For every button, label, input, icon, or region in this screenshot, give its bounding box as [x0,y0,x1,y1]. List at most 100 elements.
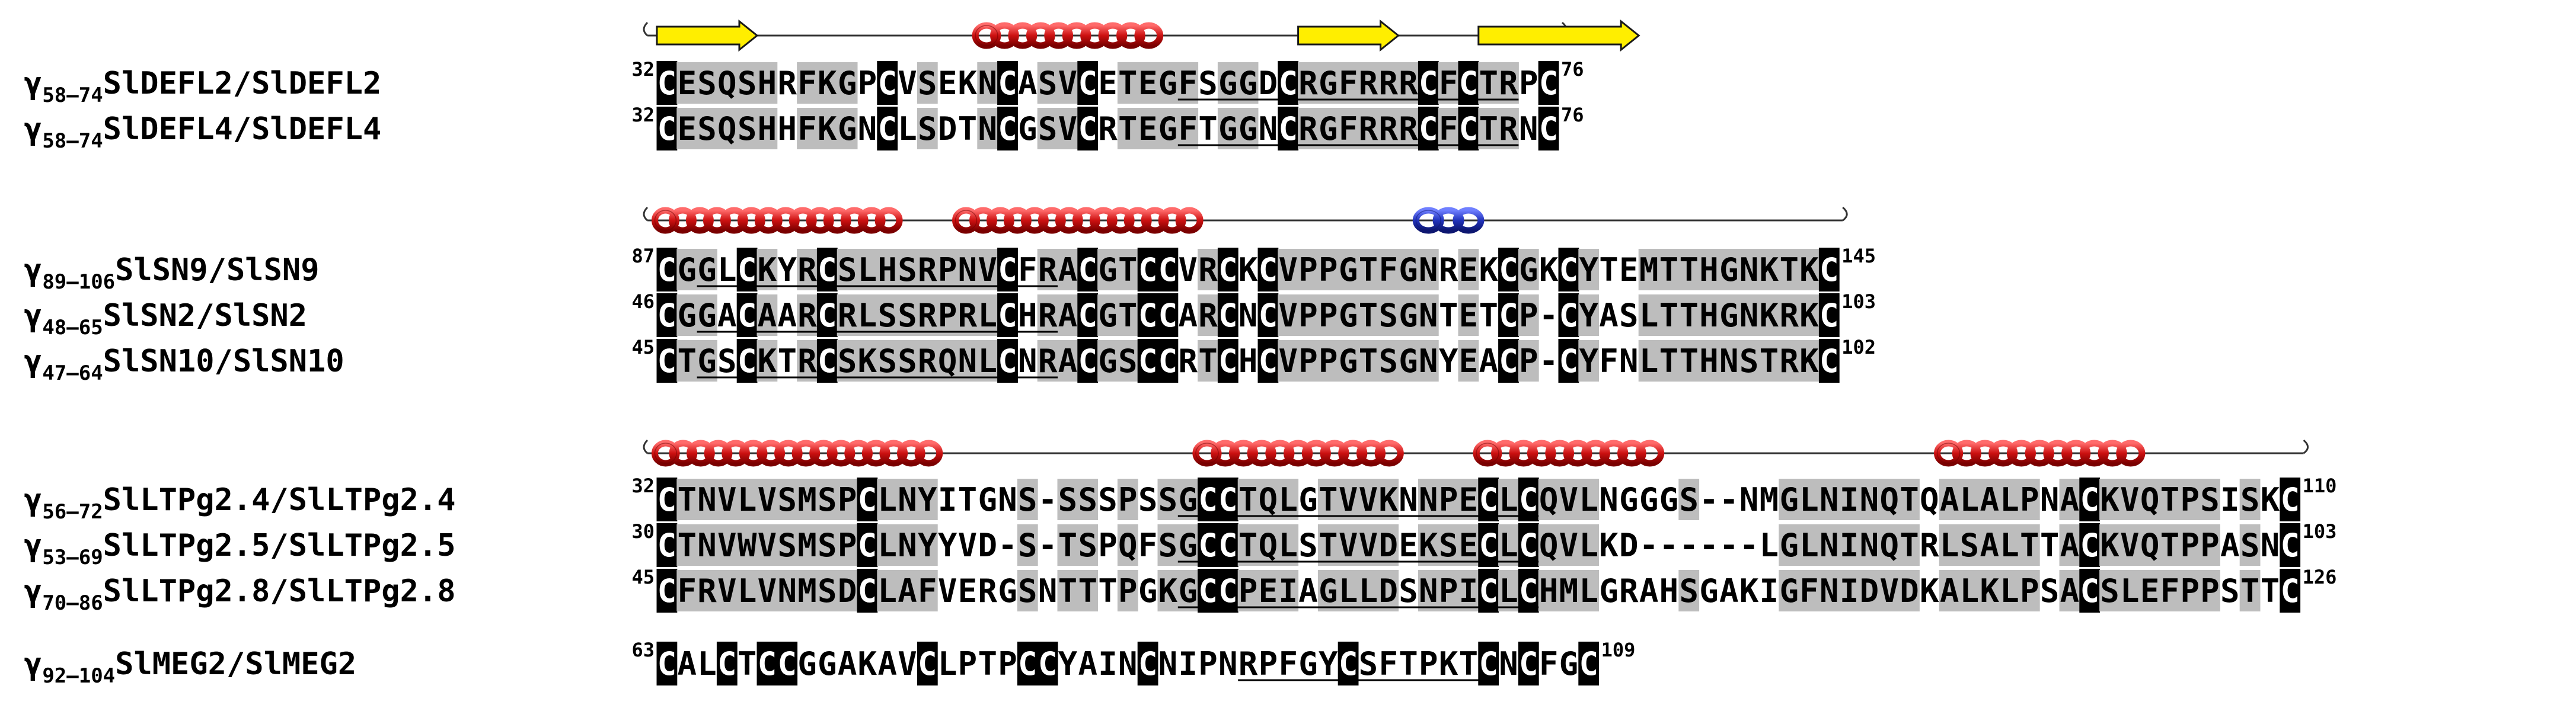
residue-letter: S [877,342,897,380]
cysteine-box [1157,339,1179,383]
residue-letter: P [1238,572,1258,610]
residue-letter: R [1439,251,1458,289]
residue-range-subscript: 47–64 [42,361,103,385]
residue-letter: K [1920,572,1939,610]
conservation-box [756,340,778,382]
conservation-box [1738,294,1760,336]
residue-letter: T [1479,297,1498,334]
residue-letter: L [1579,481,1598,518]
conservation-box [1157,570,1179,611]
residue-letter: P [998,645,1017,683]
residue-letter: G [1218,110,1238,148]
conservation-box [917,249,938,290]
residue-letter: F [677,572,697,610]
residue-letter: Y [1579,342,1598,380]
residue-letter: V [1058,65,1078,102]
residue-letter: A [1058,342,1078,380]
helix-turn [826,440,856,467]
residue-letter: V [898,65,917,102]
cysteine-box [1257,248,1279,291]
residue-letter: T [1779,251,1799,289]
residue-letter: N [1038,572,1058,610]
residue-letter: C [998,342,1017,380]
residue-letter: L [738,481,757,518]
residue-letter: T [677,342,697,380]
conservation-box [877,340,898,382]
residue-letter: D [1900,572,1919,610]
residue-letter: C [1459,110,1479,148]
residue-letter: S [1198,65,1218,102]
conservation-box [1097,249,1118,290]
conservation-box [1358,524,1379,566]
cysteine-box [816,293,838,337]
cysteine-box [656,248,678,291]
residue-letter: Q [2140,527,2160,564]
conservation-box [797,524,818,566]
residue-letter: N [1018,342,1038,380]
residue-letter: T [1479,65,1498,102]
conservation-box [917,479,938,520]
conservation-box [676,570,698,611]
residue-letter: E [938,65,957,102]
conservation-box [1317,340,1339,382]
conservation-box [756,479,778,520]
conservation-box [1237,62,1259,104]
residue-letter: P [2020,572,2039,610]
residue-letter: V [938,572,957,610]
conservation-box [1578,249,1600,290]
conservation-box [777,479,798,520]
residue-letter: C [717,645,737,683]
conservation-box [816,108,838,149]
residue-letter: T [1659,342,1679,380]
residue-letter: V [1879,572,1899,610]
conservation-box [1398,249,1419,290]
cysteine-box [1458,107,1479,150]
conservation-box [697,294,717,336]
conservation-box [1678,570,1700,611]
conservation-box [2019,570,2040,611]
helix-turn [754,207,783,234]
cysteine-box [997,293,1018,337]
cysteine-box [857,569,878,613]
residue-letter: C [1519,645,1538,683]
residue-letter: S [918,110,937,148]
residue-letter: C [1479,572,1498,610]
helix-turn [1008,22,1038,49]
residue-letter: K [1539,251,1559,289]
peptide-name: SlSN9/SlSN9 [115,252,319,288]
residue-letter: T [1319,527,1338,564]
helix-turn [1106,207,1135,234]
conservation-box [816,62,838,104]
residue-letter: C [818,342,837,380]
conservation-box [716,479,738,520]
conservation-box [1358,340,1379,382]
alignment-row-sn-0-label: γ89–106SlSN9/SlSN9 [24,252,320,294]
conservation-box [2119,570,2140,611]
conservation-box [1358,62,1379,104]
residue-letter: T [1118,110,1138,148]
residue-letter: G [1158,65,1178,102]
residue-letter: - [1719,527,1739,564]
conservation-box [1057,479,1078,520]
residue-letter: Y [918,481,937,518]
residue-letter: H [1018,297,1038,334]
helix-outline [1936,443,1961,464]
conservation-box [1278,294,1299,336]
conservation-box [1017,479,1038,520]
residue-letter: I [1278,572,1298,610]
conservation-box [2239,524,2261,566]
residue-letter: P [1118,481,1138,518]
residue-letter: C [1539,65,1559,102]
residue-letter: C [1018,645,1038,683]
residue-letter: C [1278,65,1298,102]
conservation-box [1418,479,1439,520]
conservation-box [1378,340,1399,382]
conservation-box [2139,524,2160,566]
residue-letter: N [898,527,917,564]
helix-turn [861,440,890,467]
residue-letter: H [758,65,777,102]
residue-letter: N [1860,527,1879,564]
conservation-box [1799,249,1820,290]
residue-letter: V [1339,527,1358,564]
conservation-box [1338,249,1359,290]
